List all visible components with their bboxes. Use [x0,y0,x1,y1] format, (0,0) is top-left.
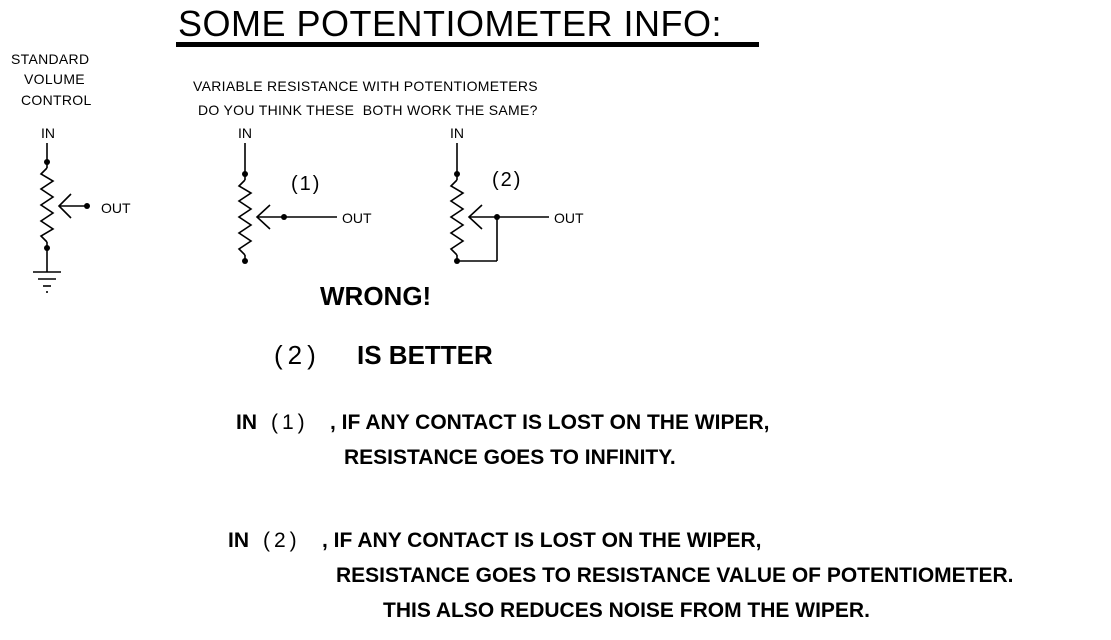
standard-volume-pot [33,143,87,293]
circuit2-in-label: IN [450,125,464,141]
circuit1-pot [237,143,337,261]
standard-out-node [84,203,90,209]
standard-bottom-node [44,245,50,251]
circuit2-number: (2) [492,169,523,191]
standard-caption-line1: STANDARD [11,51,90,67]
circuit1-in-label: IN [238,125,252,141]
circuit2-bottom-node [454,258,460,264]
standard-caption-line2: VOLUME [24,71,85,87]
standard-in-node [44,159,50,165]
note2-line1: , IF ANY CONTACT IS LOST ON THE WIPER, [322,529,762,552]
better-number: (2) [274,340,321,370]
note2-line2: RESISTANCE GOES TO RESISTANCE VALUE OF P… [336,564,1014,587]
note1-number: (1) [271,411,309,434]
standard-in-label: IN [41,125,55,141]
note2-line3: THIS ALSO REDUCES NOISE FROM THE WIPER. [383,599,870,622]
circuit1-number: (1) [291,173,322,195]
circuit1-bottom-node [242,258,248,264]
wrong-label: WRONG! [320,281,432,311]
better-text: IS BETTER [357,340,493,370]
note2-prefix: IN [228,529,249,552]
circuit1-wiper-node [281,214,287,220]
variable-heading-line1: VARIABLE RESISTANCE WITH POTENTIOMETERS [193,78,538,94]
note1-line1: , IF ANY CONTACT IS LOST ON THE WIPER, [330,411,770,434]
circuit2-top-node [454,171,460,177]
title-underline [176,42,759,47]
circuit2-out-label: OUT [554,210,584,226]
standard-caption-line3: CONTROL [21,92,92,108]
note1-line2: RESISTANCE GOES TO INFINITY. [344,446,676,469]
note1-prefix: IN [236,411,257,434]
note2-number: (2) [263,529,301,552]
circuit1-out-label: OUT [342,210,372,226]
page-title: SOME POTENTIOMETER INFO: [178,3,723,44]
standard-out-label: OUT [101,200,131,216]
variable-heading-line2: DO YOU THINK THESE BOTH WORK THE SAME? [198,102,538,118]
circuit2-wiper-node [494,214,500,220]
circuit1-top-node [242,171,248,177]
circuit2-pot [449,143,549,262]
